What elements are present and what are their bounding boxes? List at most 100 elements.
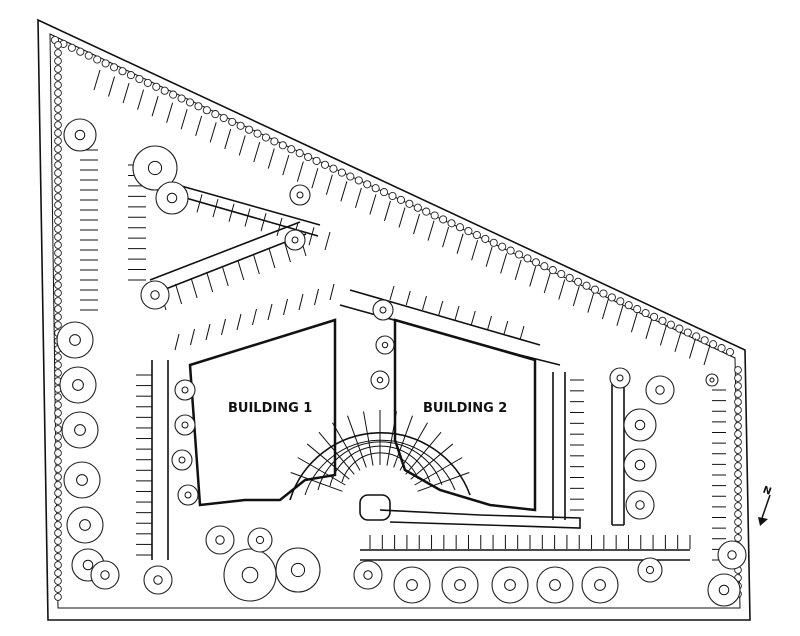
tree-trunk: [291, 236, 299, 244]
parking-stall-line: [324, 231, 331, 251]
courtyard-paving-line: [386, 411, 397, 466]
hedge-shrub: [641, 308, 650, 318]
tree-trunk: [72, 379, 84, 391]
parking-stall-line: [659, 325, 667, 346]
tree-trunk: [147, 160, 163, 176]
parking-stall-line: [438, 300, 444, 316]
parking-stall-line: [354, 187, 362, 209]
hedge-shrub: [506, 246, 515, 255]
parking-stall-line: [108, 76, 116, 97]
hedge-shrub: [54, 225, 62, 233]
tree-trunk: [381, 341, 389, 349]
hedge-shrub: [650, 312, 659, 321]
hedge-shrub: [346, 172, 355, 181]
hedge-shrub: [54, 457, 62, 465]
tree-trunk: [655, 385, 665, 395]
hedge-shrub: [312, 156, 321, 165]
hedge-shrub: [101, 59, 110, 68]
hedge-shrub: [675, 324, 684, 333]
hedge-shrub: [422, 207, 431, 216]
drive-aisle-far-right: [611, 380, 625, 526]
hedge-shrub: [54, 81, 62, 89]
parking-stall-line: [224, 128, 232, 150]
hedge-shrub: [363, 180, 372, 189]
parking-stall-line: [267, 303, 273, 321]
tree: [637, 557, 663, 583]
courtyard-paving-line: [417, 472, 470, 492]
parking-stall-line: [340, 181, 348, 202]
hedge-shrub: [472, 230, 481, 240]
tree-trunk: [727, 550, 737, 560]
hedge-shrub: [734, 414, 742, 422]
parking-stall-line: [422, 295, 427, 311]
hedge-shrub: [531, 258, 540, 267]
courtyard-paving-line: [410, 443, 454, 480]
tree: [491, 566, 529, 604]
hedge-shrub: [405, 199, 414, 208]
tree-trunk: [634, 419, 646, 431]
tree: [372, 299, 394, 321]
parking-stall-line: [298, 293, 304, 311]
tree: [66, 506, 104, 544]
parking-stall-line: [283, 298, 288, 316]
tree-trunk: [150, 290, 160, 300]
hedge-shrub: [261, 133, 270, 142]
hedge-shrub: [54, 241, 62, 249]
hedge-shrub: [54, 481, 62, 489]
tree: [284, 229, 306, 251]
tree: [171, 449, 193, 471]
hedge-shrub: [54, 465, 62, 473]
courtyard-paving-line: [393, 415, 413, 468]
parking-stall-line: [471, 240, 479, 261]
hedge-shrub: [54, 265, 62, 273]
hedge-shrub: [219, 113, 228, 123]
hedge-shrub: [329, 164, 338, 173]
hedge-shrub: [54, 473, 62, 481]
parking-stall-line: [308, 227, 315, 246]
hedge-shrub: [84, 51, 93, 60]
hedge-shrub: [734, 398, 742, 406]
parking-stall-line: [383, 200, 391, 222]
tree: [63, 118, 97, 152]
parking-stall-line: [503, 320, 509, 336]
parking-stall-line: [212, 198, 219, 218]
parking-stall-line: [236, 313, 242, 331]
hedge-shrub: [54, 281, 62, 289]
parking-stall-line: [427, 220, 435, 241]
hedge-shrub: [515, 250, 524, 259]
hedge-shrub: [734, 374, 742, 382]
hedge-shrub: [295, 149, 304, 158]
hedge-shrub: [160, 86, 169, 95]
tree-trunk: [549, 579, 561, 591]
hedge-shrub: [54, 41, 62, 49]
parking-stall-line: [282, 154, 290, 176]
parking-stall-line: [205, 323, 211, 341]
hedge-shrub: [54, 401, 62, 409]
hedge-shrub: [54, 57, 62, 65]
courtyard-paving-line: [297, 457, 346, 486]
tree-trunk: [241, 566, 259, 584]
parking-stall-line: [688, 338, 696, 359]
parking-stall-line: [500, 253, 508, 274]
parking-stall-line: [283, 241, 291, 263]
hedge-shrub: [734, 382, 742, 390]
hedge-shrub: [54, 569, 62, 577]
tree: [609, 367, 631, 389]
parking-stall-line: [228, 203, 235, 222]
trees: [56, 118, 747, 607]
hedge-shrub: [430, 211, 439, 220]
hedge-shrub: [185, 98, 195, 107]
parking-stall-line: [311, 168, 319, 189]
tree: [289, 184, 311, 206]
hedge-shrub: [67, 43, 76, 52]
hedge-shrub: [54, 97, 62, 105]
hedge-shrub: [599, 289, 608, 298]
hedge-shrub: [734, 534, 742, 542]
hedge-shrub: [118, 67, 127, 76]
hedge-shrub: [574, 277, 583, 286]
hedge-shrub: [725, 347, 735, 357]
tree: [353, 560, 383, 590]
hedge-shrub: [54, 273, 62, 281]
tree: [132, 145, 178, 191]
